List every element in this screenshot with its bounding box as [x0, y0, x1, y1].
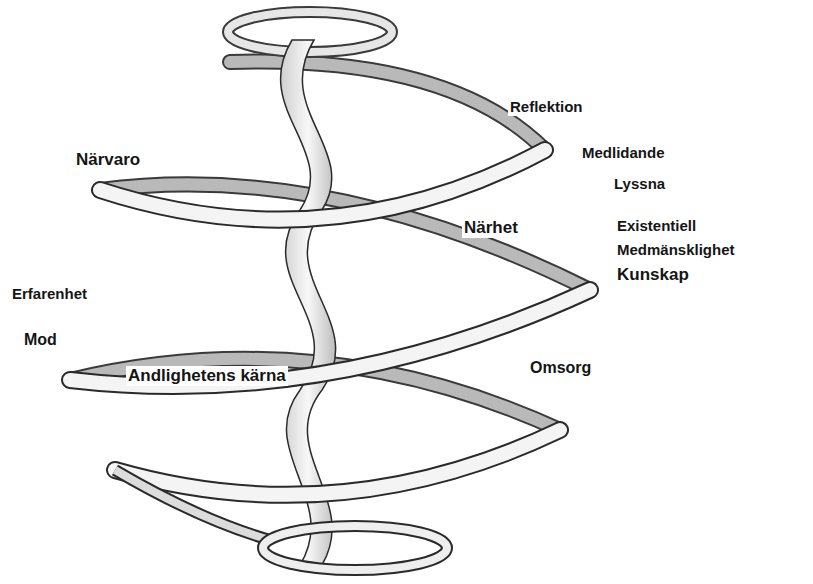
concept-label: Mod	[22, 330, 59, 349]
concept-label: Existentiell	[615, 217, 698, 235]
concept-label: Lyssna	[612, 175, 667, 193]
concept-label: Omsorg	[528, 358, 593, 377]
concept-label: Närhet	[462, 218, 520, 238]
concept-label: Medlidande	[580, 144, 667, 162]
concept-label: Kunskap	[615, 265, 691, 285]
concept-label: Reflektion	[508, 98, 585, 116]
concept-label: Närvaro	[74, 150, 142, 170]
concept-label: Andlighetens kärna	[126, 366, 288, 386]
concept-label: Medmänsklighet	[615, 241, 737, 259]
concept-label: Erfarenhet	[10, 285, 89, 303]
